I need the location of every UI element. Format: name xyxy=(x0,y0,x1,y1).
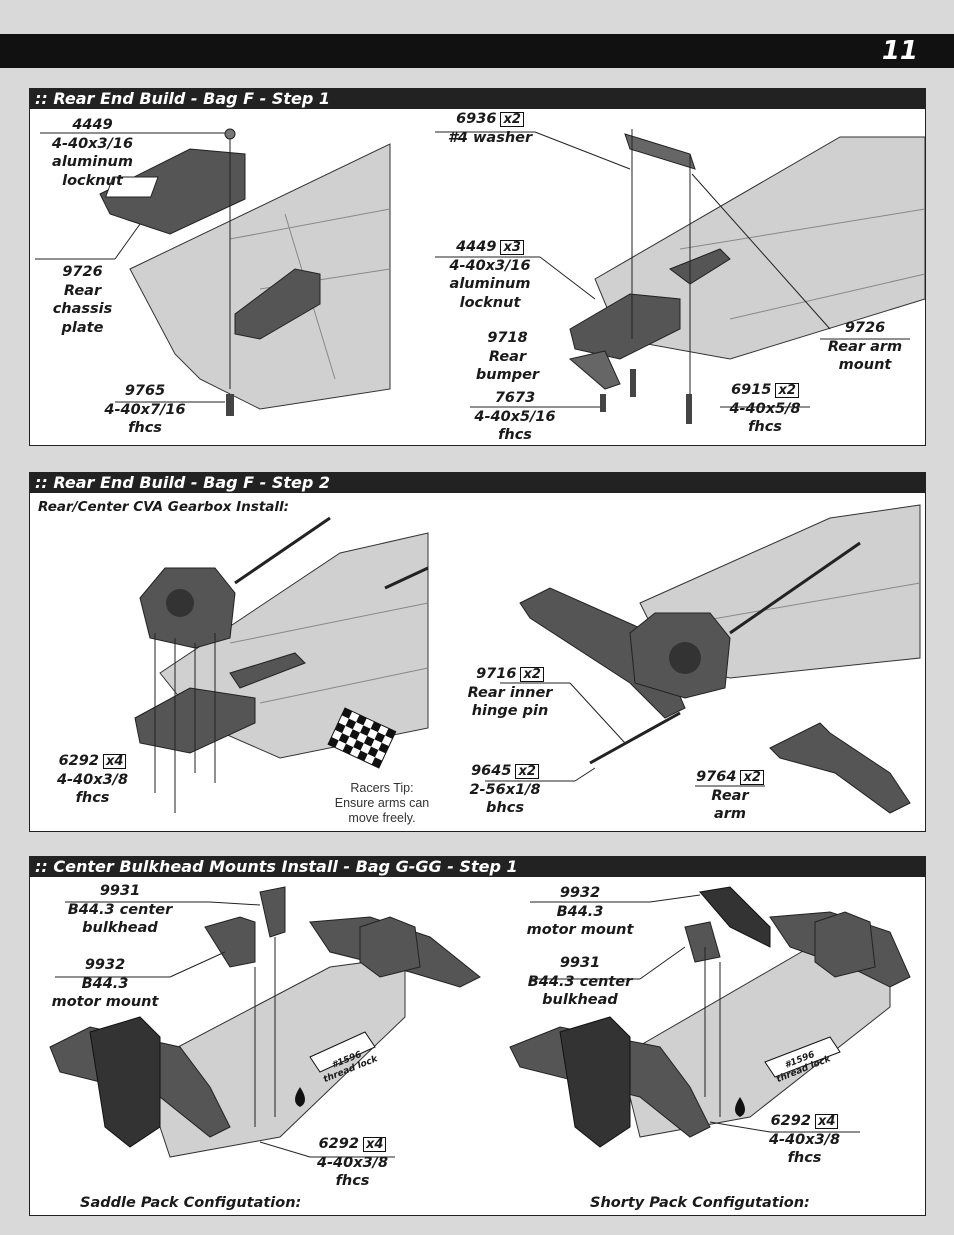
step1-illustration xyxy=(35,128,925,424)
panel-step2: :: Rear End Build - Bag F - Step 2 Rear/… xyxy=(29,472,926,832)
page-header-bar: 11 xyxy=(0,34,954,68)
step2-subtitle: Rear/Center CVA Gearbox Install: xyxy=(38,499,290,515)
racers-tip: Racers Tip: Ensure arms can move freely. xyxy=(334,781,430,825)
step2-illustration xyxy=(134,504,921,814)
panel-step3: :: Center Bulkhead Mounts Install - Bag … xyxy=(29,856,926,1216)
fhcs-a-label: 9765 4-40x7/16 fhcs xyxy=(104,383,186,436)
locknut-a-label: 4449 4-40x3/16 aluminum locknut xyxy=(51,117,134,189)
step3-title: :: Center Bulkhead Mounts Install - Bag … xyxy=(30,857,925,877)
right-bulkhead-label: 9931 B44.3 center bulkhead xyxy=(527,955,633,1008)
saddle-pack-caption: Saddle Pack Configutation: xyxy=(80,1195,302,1211)
left-motor-mount-label: 9932 B44.3 motor mount xyxy=(51,957,159,1010)
arm-mount-label: 9726 Rear arm mount xyxy=(827,320,903,373)
page-number: 11 xyxy=(881,36,918,66)
fhcs-b-label: 7673 4-40x5/16 fhcs xyxy=(474,390,556,443)
panel-step1: :: Rear End Build - Bag F - Step 1 xyxy=(29,88,926,446)
right-motor-mount-label: 9932 B44.3 motor mount xyxy=(526,885,634,938)
left-bulkhead-label: 9931 B44.3 center bulkhead xyxy=(67,883,173,936)
step1-title: :: Rear End Build - Bag F - Step 1 xyxy=(30,89,925,109)
bumper-label: 9718 Rear bumper xyxy=(475,330,540,383)
chassis-label: 9726 Rear chassis plate xyxy=(52,264,113,336)
shorty-pack-caption: Shorty Pack Configutation: xyxy=(590,1195,810,1211)
step2-title: :: Rear End Build - Bag F - Step 2 xyxy=(30,473,925,493)
step3-illustration xyxy=(49,886,911,1158)
